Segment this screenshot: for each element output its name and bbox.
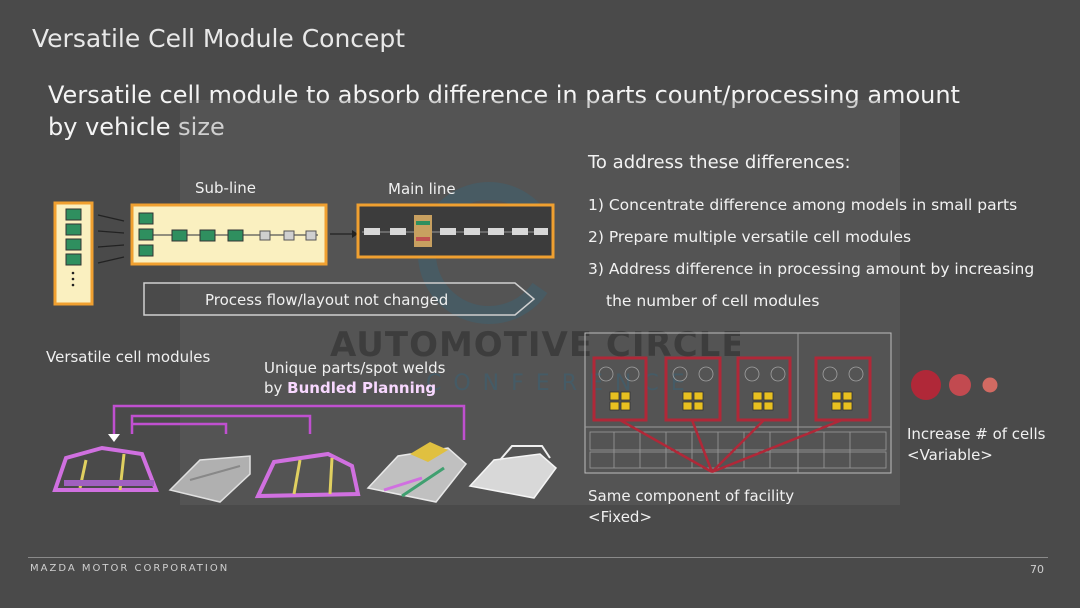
address-item-3: 3) Address difference in processing amou… [588,260,1035,278]
company-name: MAZDA MOTOR CORPORATION [30,563,230,574]
cell-circle-large [911,370,941,400]
cell-circle-small [982,377,998,393]
cell-fixtures [609,391,853,411]
car-body-assembled-underbody [366,442,468,503]
bundled-planning-bracket [112,404,466,440]
address-item-3-continued: the number of cell modules [606,292,820,310]
increase-cells-label: Increase # of cells <Variable> [907,424,1045,466]
unique-parts-line1: Unique parts/spot welds [264,359,446,377]
address-item-2: 2) Prepare multiple versatile cell modul… [588,228,912,246]
unique-parts-label: Unique parts/spot welds by Bundled Plann… [264,358,445,398]
main-line-label: Main line [388,180,456,198]
address-item-1: 1) Concentrate difference among models i… [588,196,1018,214]
same-component-label: Same component of facility <Fixed> [588,486,794,528]
watermark-panel [180,100,900,505]
slide-subtitle: Versatile cell module to absorb differen… [48,81,960,141]
increase-cells-line2: <Variable> [907,446,993,464]
slide-title: Versatile Cell Module Concept [32,24,406,53]
bracket-arrowhead [108,434,120,442]
facility-outline [584,332,892,474]
car-body-white [468,445,558,499]
cell-convergence-lines [619,418,843,474]
same-component-line2: <Fixed> [588,508,653,526]
watermark-line2: CONFERENCE [426,371,697,396]
same-component-line1: Same component of facility [588,487,795,505]
car-body-floor [168,455,251,503]
cell-robots [598,366,864,382]
page-number: 70 [1030,563,1044,576]
process-flow-label: Process flow/layout not changed [205,291,448,309]
sub-line-label: Sub-line [195,179,256,197]
cell-count-circles [911,370,998,400]
car-body-side-panel [254,451,361,499]
process-flow-arrow [143,282,536,316]
sub-line-stations [138,212,318,257]
facility-layout-diagram [584,332,892,474]
car-body-side-frame [52,445,159,492]
unique-parts-bold: Bundled Planning [287,379,437,397]
car-bodies-diagram [52,404,558,503]
cell-circle-medium [949,374,971,396]
unique-parts-prefix: by [264,379,288,397]
footer-divider [28,557,1048,558]
facility-grid [589,431,887,469]
line-diagram: Sub-line Main line Process flow/layout n… [53,179,555,316]
main-line-stations [362,215,548,247]
increase-cells-line1: Increase # of cells [907,425,1046,443]
address-list: To address these differences: 1) Concent… [588,152,1068,317]
address-heading: To address these differences: [588,152,851,173]
versatile-modules-label: Versatile cell modules [46,348,211,366]
feed-arrows [97,214,125,264]
module-stack-icons [65,208,82,287]
